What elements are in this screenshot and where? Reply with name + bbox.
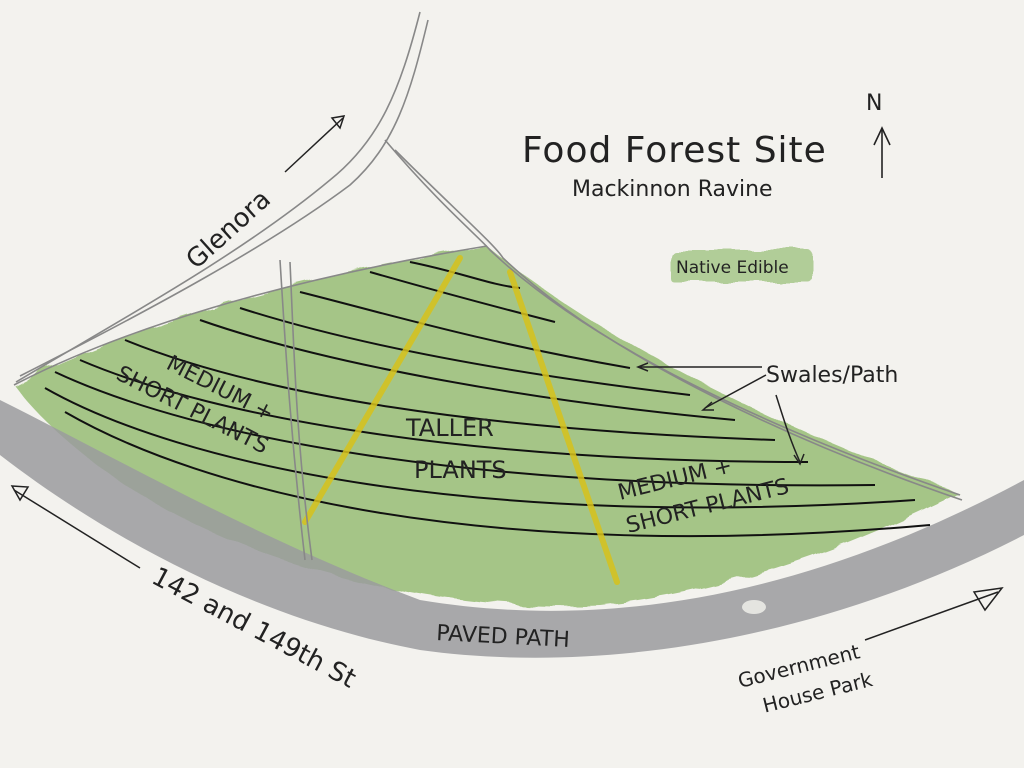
swale-line <box>369 271 556 323</box>
zone-divider-left <box>302 255 463 525</box>
glenora-label: Glenora <box>181 184 277 275</box>
callout-arrowhead-icon <box>793 453 805 466</box>
swale-line <box>409 261 521 289</box>
street-arrow-icon <box>13 489 141 569</box>
legend-swatch <box>670 250 812 282</box>
road-line <box>19 19 429 377</box>
swale-line <box>299 291 631 369</box>
page-subtitle: Mackinnon Ravine <box>572 177 773 202</box>
park-arrow-icon <box>864 591 999 641</box>
glenora-arrow-icon <box>284 117 344 173</box>
callout-arrowhead-icon <box>701 401 714 411</box>
swale-line <box>44 387 916 509</box>
callout-line-2 <box>704 374 767 409</box>
north-label: N <box>866 91 882 116</box>
swale-line <box>64 411 931 538</box>
park-label: Government House Park <box>735 638 875 722</box>
swale-line <box>199 319 736 421</box>
paved-path <box>0 400 1024 658</box>
street-arrowhead-icon <box>10 485 30 502</box>
road-line <box>13 245 488 386</box>
swale-line <box>54 371 876 487</box>
park-arrowhead-icon <box>972 586 1004 612</box>
zone-dividers <box>302 255 620 585</box>
road-line <box>394 149 963 501</box>
zone-center-label: TALLER PLANTS <box>405 414 507 484</box>
page-title: Food Forest Site <box>522 130 827 171</box>
zone-divider-right <box>507 269 620 585</box>
road-lines <box>13 11 963 561</box>
zone-center-line-1: TALLER <box>405 414 494 442</box>
swale-line <box>124 339 776 441</box>
swale-line <box>79 359 809 463</box>
road-line <box>15 11 421 383</box>
road-line <box>384 139 961 496</box>
road-line <box>279 259 306 561</box>
callout-line-3 <box>775 394 801 463</box>
direction-arrows <box>10 115 1004 641</box>
north-arrow-icon <box>873 126 891 178</box>
callout-arrowhead-icon <box>635 362 649 372</box>
legend-label: Native Edible <box>676 258 789 278</box>
path-patch <box>742 600 766 614</box>
swales-callout: Swales/Path <box>766 363 898 388</box>
glenora-arrowhead-icon <box>330 115 346 130</box>
road-line <box>289 261 313 561</box>
zone-center-line-2: PLANTS <box>414 456 507 484</box>
